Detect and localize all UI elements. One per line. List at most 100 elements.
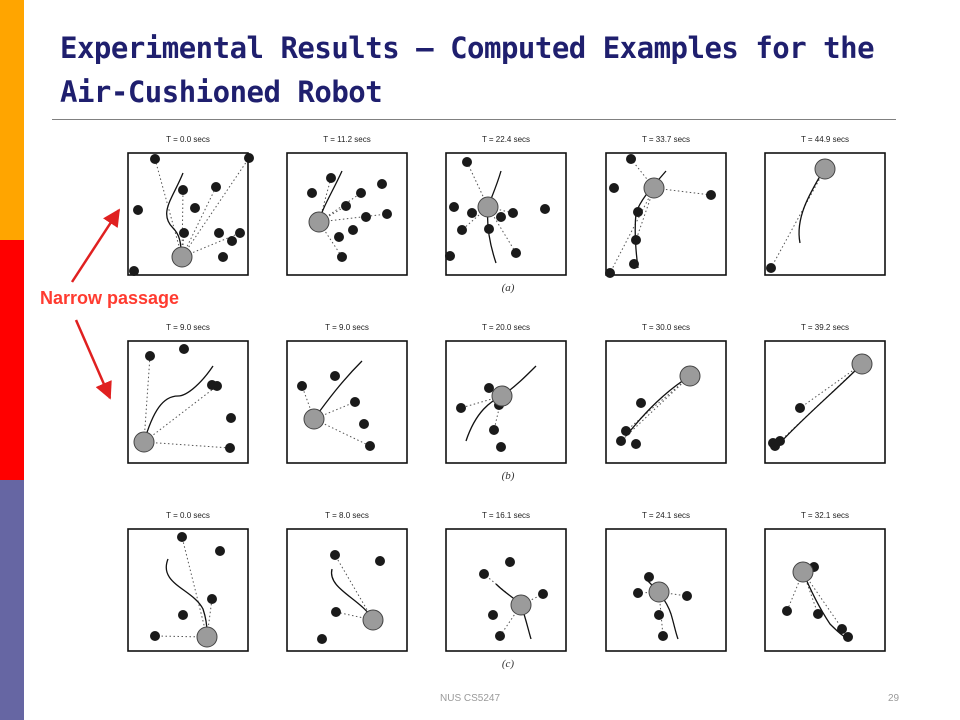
robot-disc (362, 609, 384, 631)
robot-disc (792, 561, 814, 583)
snapshot-panel (127, 340, 249, 464)
obstacle-disc (682, 591, 692, 601)
sensor-ray (154, 158, 183, 258)
obstacle-disc (341, 201, 351, 211)
obstacle-disc (150, 631, 160, 641)
sensor-ray (461, 206, 489, 231)
robot-disc (196, 626, 218, 648)
robot-disc (643, 177, 665, 199)
obstacle-disc (348, 225, 358, 235)
panel-frame (605, 528, 727, 652)
obstacle-disc (365, 441, 375, 451)
row-caption: (a) (502, 282, 515, 294)
snapshot-panel (764, 340, 886, 464)
obstacle-disc (179, 344, 189, 354)
frame-time-label: T = 22.4 secs (482, 135, 530, 144)
obstacle-disc (211, 182, 221, 192)
obstacle-disc (129, 266, 139, 276)
obstacle-disc (616, 436, 626, 446)
obstacle-disc (484, 224, 494, 234)
snapshot-grid: T = 0.0 secs T = 11.2 secs T = 22.4 secs T … (127, 135, 886, 670)
obstacle-disc (350, 397, 360, 407)
robot-disc (814, 158, 836, 180)
snapshot-panel (127, 152, 254, 276)
obstacle-disc (495, 631, 505, 641)
accent-bar-purple (0, 480, 24, 720)
obstacle-disc (145, 351, 155, 361)
obstacle-disc (633, 588, 643, 598)
frame-time-label: T = 33.7 secs (642, 135, 690, 144)
obstacle-disc (244, 153, 254, 163)
obstacle-disc (326, 173, 336, 183)
obstacle-disc (207, 380, 217, 390)
obstacle-disc (317, 634, 327, 644)
frame-time-label: T = 11.2 secs (323, 135, 371, 144)
obstacle-disc (496, 442, 506, 452)
frame-time-label: T = 16.1 secs (482, 511, 530, 520)
sensor-ray (313, 401, 356, 420)
obstacle-disc (488, 610, 498, 620)
obstacle-disc (330, 550, 340, 560)
snapshot-panel (445, 340, 567, 464)
sensor-ray (802, 571, 849, 638)
sensor-ray (143, 385, 218, 443)
frame-time-label: T = 0.0 secs (166, 511, 210, 520)
obstacle-disc (179, 228, 189, 238)
sensor-ray (181, 186, 217, 258)
robot-disc (308, 211, 330, 233)
snapshot-panel (445, 152, 567, 276)
obstacle-disc (508, 208, 518, 218)
obstacle-disc (330, 371, 340, 381)
panel-frame (605, 152, 727, 276)
accent-bar-orange (0, 0, 24, 240)
obstacle-disc (178, 610, 188, 620)
frame-time-label: T = 9.0 secs (325, 323, 369, 332)
obstacle-disc (382, 209, 392, 219)
obstacle-disc (331, 607, 341, 617)
obstacle-disc (377, 179, 387, 189)
obstacle-disc (225, 443, 235, 453)
robot-trajectory (143, 365, 214, 443)
robot-disc (133, 431, 155, 453)
obstacle-disc (511, 248, 521, 258)
obstacle-disc (489, 425, 499, 435)
robot-trajectory (802, 571, 846, 638)
frame-time-label: T = 24.1 secs (642, 511, 690, 520)
sensor-ray (334, 554, 374, 621)
robot-disc (648, 581, 670, 603)
sensor-ray (181, 536, 208, 638)
panel-frame (445, 528, 567, 652)
sensor-ray (802, 571, 819, 615)
frame-time-label: T = 0.0 secs (166, 135, 210, 144)
obstacle-disc (177, 532, 187, 542)
obstacle-disc (307, 188, 317, 198)
obstacle-disc (768, 438, 778, 448)
obstacle-disc (843, 632, 853, 642)
snapshot-panel (764, 528, 886, 652)
panel-frame (286, 340, 408, 464)
slide-title: Experimental Results – Computed Examples… (60, 31, 875, 109)
sensor-ray (799, 363, 863, 409)
obstacle-disc (658, 631, 668, 641)
page-number: 29 (888, 693, 900, 704)
sensor-ray (318, 213, 388, 223)
frame-time-label: T = 30.0 secs (642, 323, 690, 332)
obstacle-disc (621, 426, 631, 436)
obstacle-disc (207, 594, 217, 604)
frame-time-label: T = 44.9 secs (801, 135, 849, 144)
frame-time-label: T = 9.0 secs (166, 323, 210, 332)
obstacle-disc (505, 557, 515, 567)
frame-time-label: T = 39.2 secs (801, 323, 849, 332)
row-caption: (c) (502, 658, 515, 670)
sensor-ray (301, 385, 315, 420)
obstacle-disc (456, 403, 466, 413)
obstacle-disc (218, 252, 228, 262)
row-caption: (b) (502, 470, 515, 482)
sensor-ray (653, 187, 712, 196)
obstacle-disc (467, 208, 477, 218)
obstacle-disc (449, 202, 459, 212)
footer-course: NUS CS5247 (440, 693, 501, 704)
sensor-ray (460, 395, 503, 409)
obstacle-disc (356, 188, 366, 198)
